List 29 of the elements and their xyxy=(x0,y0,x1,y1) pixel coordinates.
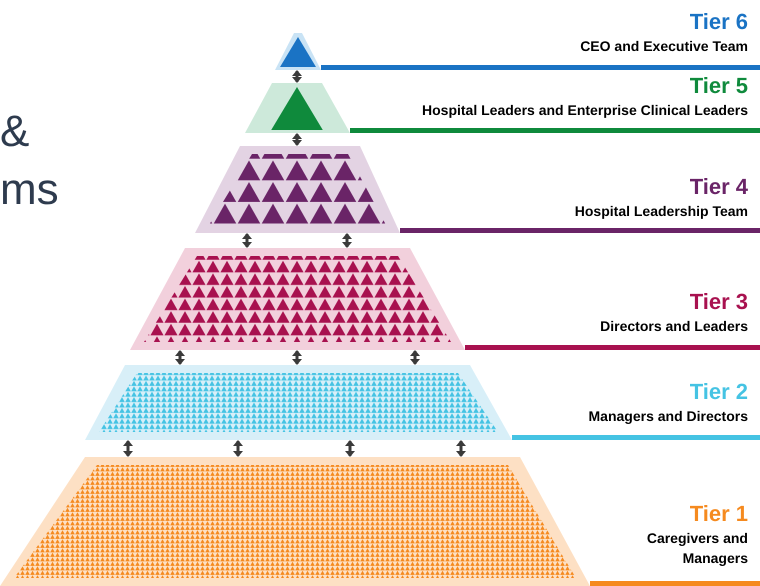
double-arrow xyxy=(292,70,302,83)
tier-title: Tier 1 xyxy=(690,500,748,528)
double-arrow xyxy=(456,440,466,457)
double-arrow xyxy=(342,233,352,248)
double-arrow xyxy=(175,350,185,365)
tier-description: Hospital Leaders and Enterprise Clinical Leaders xyxy=(422,100,748,120)
double-arrow xyxy=(292,350,302,365)
tier-description: Caregivers and Managers xyxy=(646,528,748,568)
double-arrow xyxy=(233,440,243,457)
double-arrow xyxy=(242,233,252,248)
pyramid-tier xyxy=(195,146,760,235)
tier-title: Tier 4 xyxy=(690,173,748,200)
pyramid-tier xyxy=(0,457,760,586)
pyramid-tier xyxy=(85,365,760,442)
double-arrow xyxy=(123,440,133,457)
title-fragment: ms xyxy=(0,168,59,212)
tier-title: Tier 6 xyxy=(690,8,748,36)
pyramid-tier xyxy=(130,248,760,352)
double-arrow xyxy=(292,133,302,146)
tier-description: Directors and Leaders xyxy=(600,316,748,336)
tier-description: Hospital Leadership Team xyxy=(574,202,748,221)
title-fragment: & xyxy=(0,110,30,154)
tier-description: Managers and Directors xyxy=(588,406,748,426)
tier-title: Tier 5 xyxy=(690,72,748,100)
double-arrow xyxy=(410,350,420,365)
double-arrow xyxy=(345,440,355,457)
tier-title: Tier 3 xyxy=(690,288,748,316)
tier-title: Tier 2 xyxy=(690,378,748,406)
tier-description: CEO and Executive Team xyxy=(580,36,748,56)
